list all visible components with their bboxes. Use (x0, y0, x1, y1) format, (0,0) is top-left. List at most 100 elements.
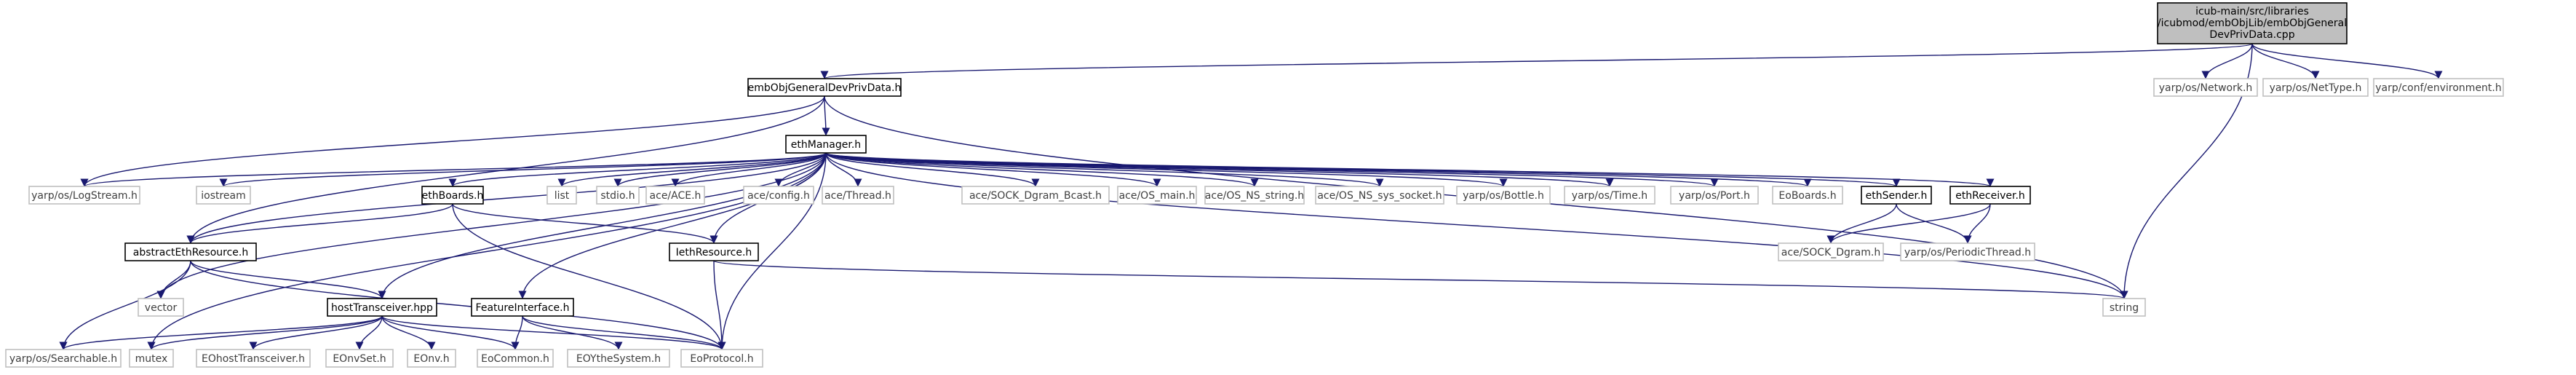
edge-hostTransceiver-to-yarp_Searchable (59, 315, 383, 350)
root-label-line-2: /icubmod/embObjLib/embObjGeneral (2158, 17, 2347, 29)
edge-hostTransceiver-to-EOnvSet (355, 315, 383, 350)
edge-ethManager-to-FeatureInterface (518, 152, 827, 299)
node-yarp-periodicthread[interactable]: yarp/os/PeriodicThread.h (1900, 242, 2035, 261)
node-label: abstractEthResource.h (133, 247, 249, 258)
node-label: yarp/os/LogStream.h (31, 190, 138, 202)
node-string[interactable]: string (2102, 298, 2146, 317)
node-label: yarp/os/Port.h (1679, 190, 1750, 202)
node-label: ethReceiver.h (1955, 190, 2025, 202)
node-label: yarp/os/NetType.h (2270, 82, 2362, 94)
node-label: yarp/os/Time.h (1572, 190, 1647, 202)
node-IethResource[interactable]: IethResource.h (669, 242, 759, 261)
node-eoprotocol[interactable]: EoProtocol.h (680, 349, 763, 368)
node-yarp-environment[interactable]: yarp/conf/environment.h (2373, 78, 2504, 97)
node-ace-sock-dgram-bcast[interactable]: ace/SOCK_Dgram_Bcast.h (961, 186, 1110, 205)
edge-hostTransceiver-to-EoCommon (381, 315, 520, 350)
node-label: embObjGeneralDevPrivData.h (748, 82, 902, 94)
node-ethSender[interactable]: ethSender.h (1861, 186, 1932, 205)
node-list[interactable]: list (546, 186, 577, 205)
edge-ethReceiver-to-ace_SOCK_Dgram (1826, 203, 1991, 244)
node-eohosttransceiver[interactable]: EOhostTransceiver.h (196, 349, 311, 368)
node-eoythesystem[interactable]: EOYtheSystem.h (567, 349, 670, 368)
node-yarp-port[interactable]: yarp/os/Port.h (1670, 186, 1759, 205)
root-label-line-3: DevPrivData.cpp (2209, 29, 2294, 41)
node-label: ace/OS_NS_string.h (1205, 190, 1304, 202)
node-embObjGeneralDevPrivData[interactable]: embObjGeneralDevPrivData.h (747, 78, 902, 97)
edge-ethManager-to-yarp_LogStream (80, 152, 827, 187)
edge-ethManager-to-stdio (613, 152, 827, 187)
node-label: ace/config.h (747, 190, 810, 202)
edge-ethManager-to-list (557, 152, 827, 187)
node-label: EoBoards.h (1778, 190, 1836, 202)
node-iostream[interactable]: iostream (196, 186, 251, 205)
edge-embObjGeneralDevPrivData-to-abstractEthResource (186, 95, 825, 244)
node-yarp-time[interactable]: yarp/os/Time.h (1564, 186, 1655, 205)
node-hostTransceiver[interactable]: hostTransceiver.hpp (327, 298, 437, 317)
node-eonv[interactable]: EOnv.h (407, 349, 456, 368)
edge-ethManager-to-ethBoards (448, 152, 827, 187)
edge-ethManager-to-ace_ACE (671, 152, 827, 187)
root-file-node[interactable]: icub-main/src/libraries /icubmod/embObjL… (2157, 2, 2348, 44)
node-label: EoProtocol.h (690, 353, 753, 365)
node-ace-os-ns-string[interactable]: ace/OS_NS_string.h (1204, 186, 1305, 205)
edge-abstractEthResource-to-EoProtocol (190, 260, 726, 350)
edge-ethManager-to-ace_SOCK_Dgram_Bcast (825, 152, 1040, 187)
node-yarp-network[interactable]: yarp/os/Network.h (2153, 78, 2258, 97)
edge-ethReceiver-to-yarp_PeriodicThread (1963, 203, 1991, 244)
node-label: FeatureInterface.h (476, 302, 570, 314)
node-label: EOhostTransceiver.h (202, 353, 305, 365)
node-yarp-logstream[interactable]: yarp/os/LogStream.h (28, 186, 140, 205)
node-eonvset[interactable]: EOnvSet.h (325, 349, 394, 368)
node-vector[interactable]: vector (138, 298, 184, 317)
node-label: ace/SOCK_Dgram_Bcast.h (969, 190, 1102, 202)
edge-ethManager-to-EoProtocol (717, 152, 827, 350)
node-label: ace/OS_main.h (1119, 190, 1196, 202)
node-ethBoards[interactable]: ethBoards.h (421, 186, 484, 205)
edge-hostTransceiver-to-EOhostTransceiver (249, 315, 383, 350)
node-stdio[interactable]: stdio.h (596, 186, 640, 205)
node-ethManager[interactable]: ethManager.h (785, 135, 867, 154)
node-mutex[interactable]: mutex (129, 349, 174, 368)
node-ace-thread[interactable]: ace/Thread.h (822, 186, 894, 205)
node-yarp-searchable[interactable]: yarp/os/Searchable.h (5, 349, 122, 368)
node-ace-ace[interactable]: ace/ACE.h (645, 186, 705, 205)
edge-FeatureInterface-to-EOYtheSystem (522, 315, 623, 350)
edge-ethBoards-to-abstractEthResource (186, 203, 453, 244)
edge-ethManager-to-ace_OS_NS_sys_socket (825, 152, 1384, 187)
edge-ethManager-to-iostream (219, 152, 827, 187)
edge-ethManager-to-ace_Thread (825, 152, 862, 187)
edge-FeatureInterface-to-EoProtocol (522, 315, 726, 350)
node-label: ethBoards.h (422, 190, 484, 202)
edge-root-to-yarp_environment (2251, 43, 2443, 79)
node-label: mutex (135, 353, 168, 365)
node-ace-os-main[interactable]: ace/OS_main.h (1117, 186, 1197, 205)
node-yarp-bottle[interactable]: yarp/os/Bottle.h (1456, 186, 1551, 205)
edge-ethManager-to-ace_OS_main (825, 152, 1161, 187)
node-label: ethManager.h (791, 139, 861, 151)
node-label: vector (145, 302, 178, 314)
edge-ethManager-to-vector (156, 152, 827, 299)
node-label: yarp/os/Bottle.h (1463, 190, 1544, 202)
node-label: list (554, 190, 570, 202)
node-label: EOnvSet.h (333, 353, 386, 365)
node-label: string (2110, 302, 2139, 314)
node-label: ace/SOCK_Dgram.h (1781, 247, 1880, 258)
node-label: yarp/os/PeriodicThread.h (1904, 247, 2031, 258)
node-ace-os-ns-sys-socket[interactable]: ace/OS_NS_sys_socket.h (1315, 186, 1444, 205)
node-ethReceiver[interactable]: ethReceiver.h (1949, 186, 2031, 205)
node-abstractEthResource[interactable]: abstractEthResource.h (124, 242, 257, 261)
node-FeatureInterface[interactable]: FeatureInterface.h (471, 298, 574, 317)
edge-IethResource-to-EoProtocol (713, 260, 726, 350)
node-yarp-nettype[interactable]: yarp/os/NetType.h (2262, 78, 2369, 97)
node-ace-sock-dgram[interactable]: ace/SOCK_Dgram.h (1778, 242, 1884, 261)
node-eoboards[interactable]: EoBoards.h (1772, 186, 1843, 205)
edge-embObjGeneralDevPrivData-to-ethManager (822, 95, 830, 136)
node-label: yarp/os/Network.h (2159, 82, 2253, 94)
edge-ethManager-to-yarp_Time (825, 152, 1614, 187)
node-label: ace/Thread.h (824, 190, 891, 202)
node-label: ace/OS_NS_sys_socket.h (1317, 190, 1442, 202)
node-ace-config[interactable]: ace/config.h (743, 186, 814, 205)
node-eocommon[interactable]: EoCommon.h (477, 349, 554, 368)
edge-abstractEthResource-to-vector (156, 260, 191, 299)
edge-ethBoards-to-EoProtocol (452, 203, 726, 350)
